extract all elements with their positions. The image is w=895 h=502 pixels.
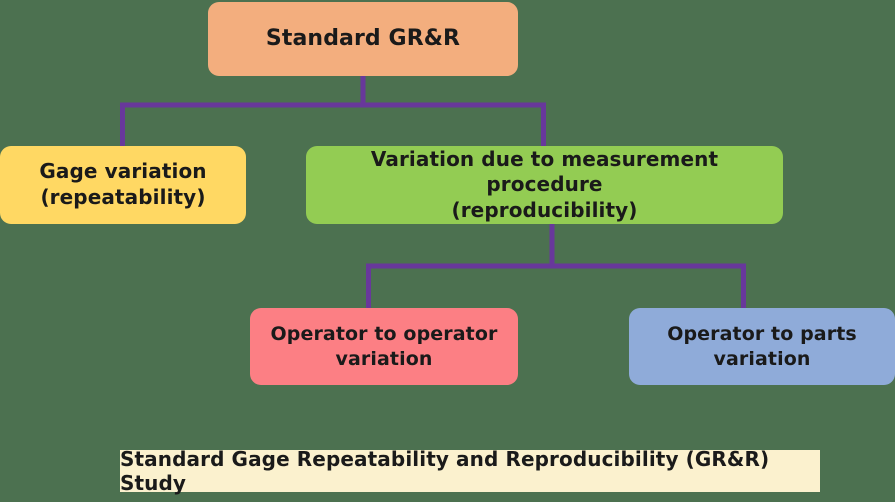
connector-root-to-level1 (120, 74, 546, 148)
node-operator-to-parts-variation[interactable]: Operator to parts variation (629, 308, 895, 385)
node-operator-to-operator-variation[interactable]: Operator to operator variation (250, 308, 518, 385)
connector-reproducibility-to-level2 (366, 222, 746, 310)
node-standard-grr[interactable]: Standard GR&R (208, 2, 518, 76)
diagram-caption: Standard Gage Repeatability and Reproduc… (120, 447, 820, 495)
node-variation-measurement-procedure-reproducibility[interactable]: Variation due to measurement procedure (… (306, 146, 783, 224)
node-gage-variation-repeatability[interactable]: Gage variation (repeatability) (0, 146, 246, 224)
